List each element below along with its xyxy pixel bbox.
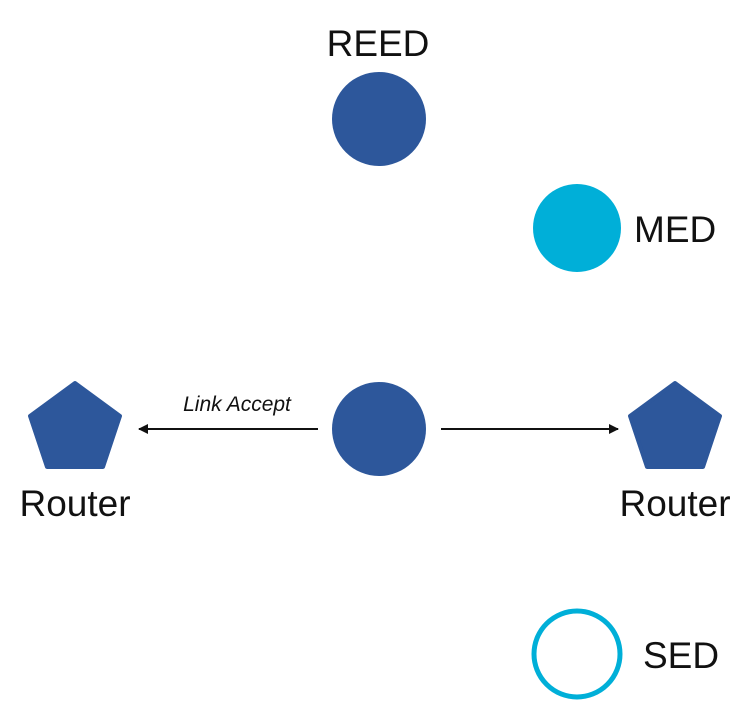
sed-node xyxy=(531,608,623,700)
router-left-label: Router xyxy=(19,483,130,524)
center-node xyxy=(332,382,426,476)
router-right-node xyxy=(628,381,722,469)
reed-label: REED xyxy=(327,23,430,64)
router-right-label: Router xyxy=(619,483,730,524)
reed-node xyxy=(332,72,426,166)
link-accept-label: Link Accept xyxy=(183,393,292,416)
med-node xyxy=(533,184,621,272)
sed-label: SED xyxy=(643,635,719,676)
router-left-node xyxy=(28,381,122,469)
med-label: MED xyxy=(634,209,716,250)
